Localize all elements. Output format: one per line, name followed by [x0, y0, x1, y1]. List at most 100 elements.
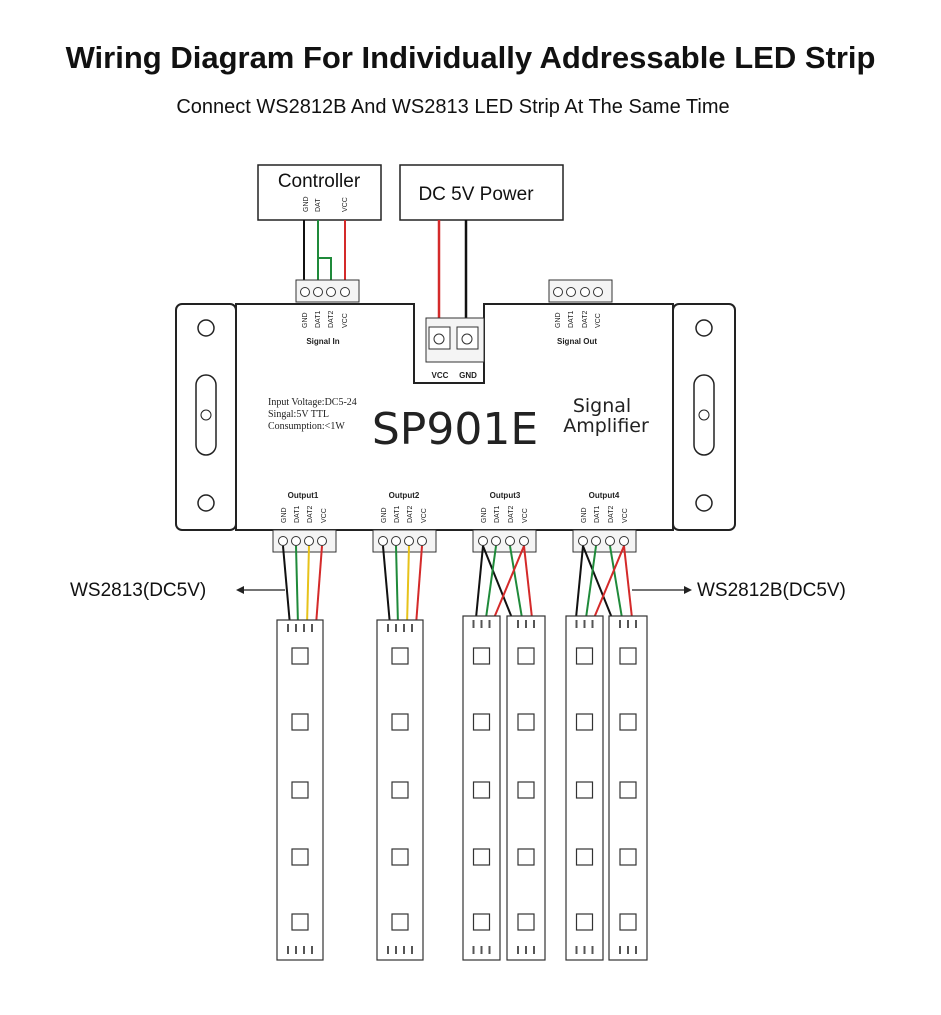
svg-text:VCC: VCC [595, 313, 602, 328]
power-box: DC 5V Power [399, 164, 564, 221]
output-wires [282, 545, 633, 626]
led-chip [517, 913, 535, 931]
terminal-label-gnd: GND [459, 371, 477, 380]
svg-text:VCC: VCC [522, 508, 529, 523]
led-chip [575, 913, 594, 931]
output-2: Output2 GND DAT1 DAT2 VCC [381, 491, 428, 523]
spec-signal: Singal:5V TTL [268, 409, 329, 420]
arrow-left-icon [236, 586, 285, 594]
led-chip [575, 848, 594, 866]
led-chip [291, 913, 309, 931]
spec-consumption: Consumption:<1W [268, 421, 345, 432]
led-chip [391, 713, 409, 731]
led-strip [462, 615, 501, 961]
svg-text:GND: GND [281, 507, 288, 523]
svg-text:GND: GND [381, 507, 388, 523]
svg-text:DAT1: DAT1 [594, 506, 601, 523]
svg-text:DAT1: DAT1 [394, 506, 401, 523]
led-strip [608, 615, 648, 961]
device-name-line2: Amplifier [563, 415, 649, 437]
led-strip [565, 615, 604, 961]
svg-text:DAT2: DAT2 [307, 506, 314, 523]
led-chip [291, 781, 309, 799]
svg-text:DAT1: DAT1 [294, 506, 301, 523]
led-chip [391, 848, 409, 866]
svg-text:DAT2: DAT2 [508, 506, 515, 523]
power-label: DC 5V Power [418, 184, 534, 205]
page-subtitle: Connect WS2812B And WS2813 LED Strip At … [176, 96, 730, 118]
strip-label-ws2812b: WS2812B(DC5V) [697, 580, 846, 601]
svg-text:Output4: Output4 [589, 491, 620, 500]
led-chip [391, 781, 409, 799]
led-strips [276, 615, 648, 961]
svg-text:DAT2: DAT2 [407, 506, 414, 523]
led-chip [517, 781, 535, 799]
led-chip [575, 781, 594, 799]
svg-text:DAT2: DAT2 [608, 506, 615, 523]
led-chip [619, 781, 637, 799]
led-chip [517, 713, 535, 731]
svg-text:VCC: VCC [622, 508, 629, 523]
signal-out-pins: GND DAT1 DAT2 VCC Signal Out [555, 311, 602, 346]
power-wires [437, 220, 468, 318]
svg-text:DAT1: DAT1 [494, 506, 501, 523]
controller-box: Controller GND DAT VCC [257, 164, 382, 221]
led-chip [619, 713, 637, 731]
device-name-line1: Signal [573, 395, 631, 417]
signal-in-label: Signal In [306, 337, 339, 346]
led-chip [619, 913, 637, 931]
led-strip [276, 619, 324, 961]
svg-text:VCC: VCC [421, 508, 428, 523]
svg-text:GND: GND [481, 507, 488, 523]
led-chip [291, 713, 309, 731]
terminal-label-vcc: VCC [432, 371, 449, 380]
output-3: Output3 GND DAT1 DAT2 VCC [481, 491, 529, 523]
led-chip [619, 647, 637, 665]
svg-text:VCC: VCC [321, 508, 328, 523]
output-4: Output4 GND DAT1 DAT2 VCC [581, 491, 629, 523]
signal-out-label: Signal Out [557, 337, 597, 346]
led-chip [472, 647, 491, 665]
output-connectors [272, 529, 637, 553]
svg-text:DAT1: DAT1 [568, 311, 575, 328]
led-chip [291, 848, 309, 866]
signal-out-connector [548, 279, 613, 303]
device-body [175, 303, 736, 531]
svg-text:Output3: Output3 [490, 491, 521, 500]
output-1: Output1 GND DAT1 DAT2 VCC [281, 491, 328, 523]
svg-text:GND: GND [555, 312, 562, 328]
page-title: Wiring Diagram For Individually Addressa… [65, 40, 876, 75]
controller-pin-dat: DAT [315, 198, 322, 212]
svg-text:VCC: VCC [342, 313, 349, 328]
led-chip [391, 647, 409, 665]
controller-label: Controller [278, 171, 361, 192]
led-strip [376, 619, 424, 961]
led-chip [391, 913, 409, 931]
led-chip [472, 713, 491, 731]
svg-text:GND: GND [302, 312, 309, 328]
led-chip [619, 848, 637, 866]
led-chip [472, 913, 491, 931]
led-strip [506, 615, 546, 961]
device-model: SP901E [372, 404, 538, 455]
svg-text:DAT1: DAT1 [315, 311, 322, 328]
strip-label-ws2813: WS2813(DC5V) [70, 580, 206, 601]
signal-in-pins: GND DAT1 DAT2 VCC Signal In [302, 311, 349, 346]
svg-text:DAT2: DAT2 [328, 311, 335, 328]
svg-text:GND: GND [581, 507, 588, 523]
signal-in-connector [295, 279, 360, 303]
led-chip [517, 647, 535, 665]
led-chip [517, 848, 535, 866]
led-chip [472, 781, 491, 799]
spec-voltage: Input Voltage:DC5-24 [268, 397, 357, 408]
controller-pin-vcc: VCC [342, 197, 349, 212]
svg-text:Output2: Output2 [389, 491, 420, 500]
arrow-right-icon [632, 586, 692, 594]
svg-text:DAT2: DAT2 [582, 311, 589, 328]
led-chip [575, 647, 594, 665]
led-chip [575, 713, 594, 731]
led-chip [291, 647, 309, 665]
svg-text:Output1: Output1 [288, 491, 319, 500]
controller-pin-gnd: GND [303, 196, 310, 212]
